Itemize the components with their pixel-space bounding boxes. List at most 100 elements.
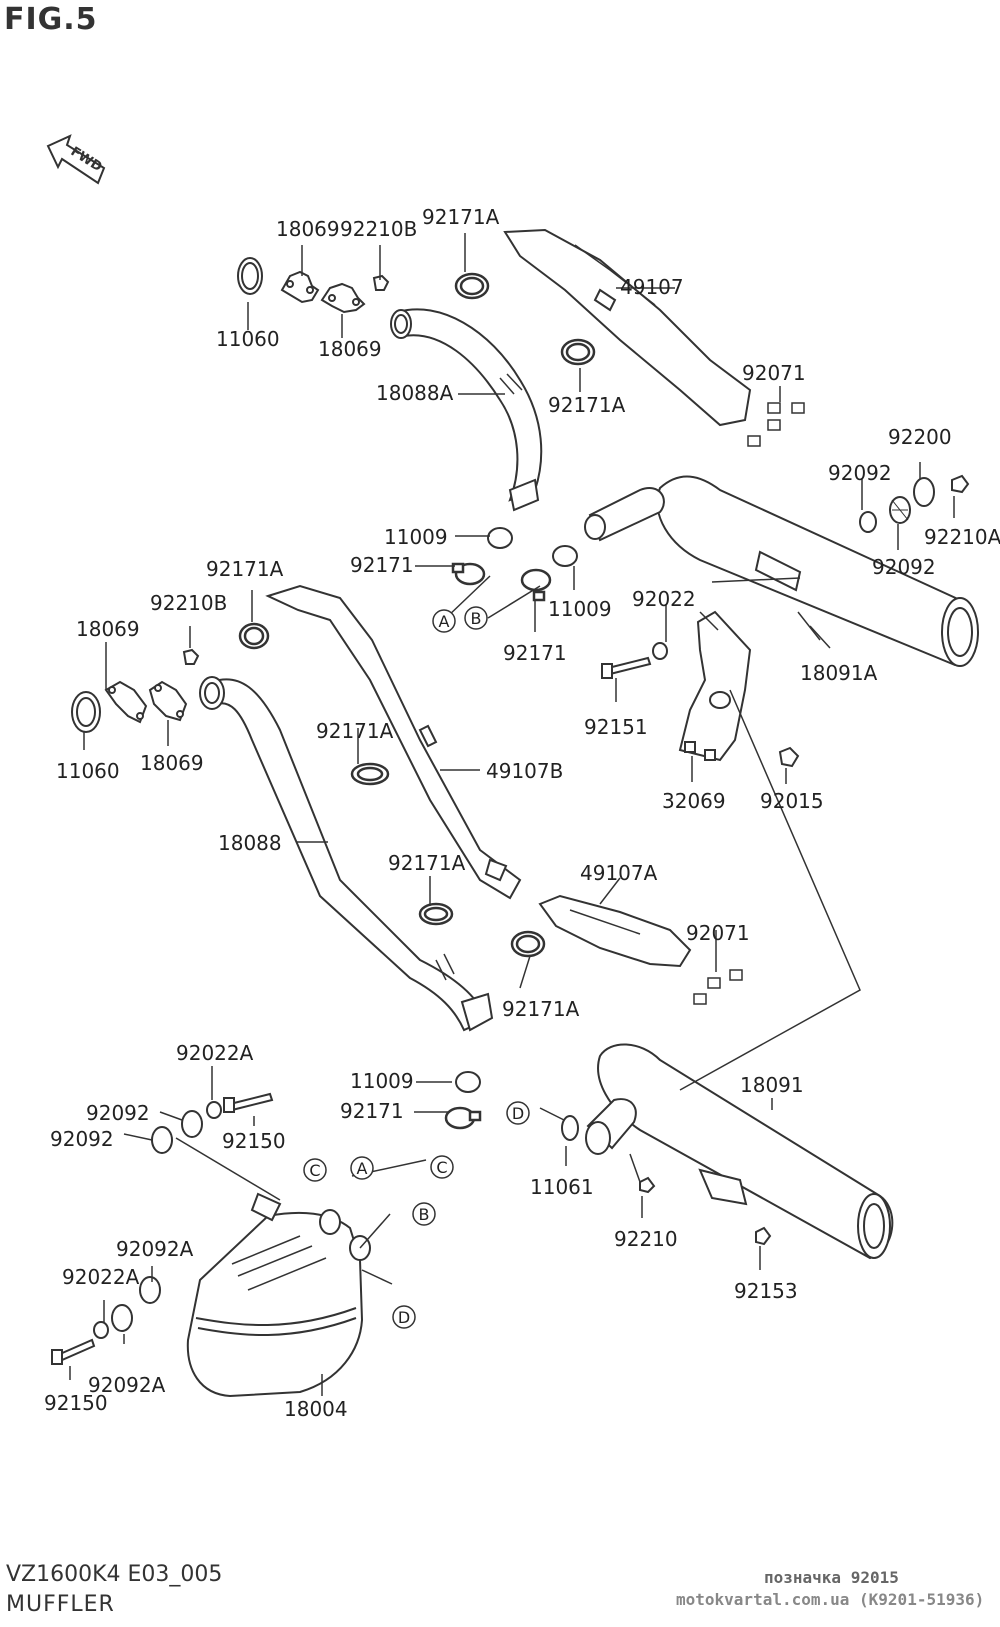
part-label: 11060 — [56, 759, 120, 783]
clamp-92171a-upper-a — [454, 272, 490, 300]
part-label: 49107 — [620, 275, 684, 299]
part-label: 92150 — [44, 1391, 108, 1415]
gasket-11009-a — [487, 527, 513, 549]
forward-arrow-icon: FWD — [46, 134, 106, 185]
nut-92210b-lower — [182, 648, 200, 665]
part-label: 92092 — [872, 555, 936, 579]
clamp-92171a-lower-b — [350, 762, 390, 786]
connector-marker-label: A — [439, 612, 450, 631]
flange-18069-upper-b — [320, 282, 366, 314]
part-label: 18088A — [376, 381, 454, 405]
part-label: 92092A — [88, 1373, 166, 1397]
part-label: 11060 — [216, 327, 280, 351]
nut-92200 — [913, 477, 935, 507]
section-name: MUFFLER — [6, 1592, 115, 1617]
gasket-11009-b — [552, 545, 578, 567]
part-label: 92022A — [176, 1041, 254, 1065]
part-label: 32069 — [662, 789, 726, 813]
muffler-18091 — [585, 1043, 894, 1260]
part-label: 92151 — [584, 715, 648, 739]
grommet-92092-upper-a — [859, 511, 877, 533]
washer-92022a-upper — [206, 1101, 222, 1119]
washer-92022a-lower — [93, 1321, 109, 1339]
part-label: 18088 — [218, 831, 282, 855]
heat-shield-49107b — [265, 584, 522, 900]
bolt-92151 — [601, 656, 652, 679]
heat-shield-49107a — [538, 894, 692, 968]
heat-shield-49107 — [503, 228, 752, 427]
part-label: 92210 — [614, 1227, 678, 1251]
part-label: 18069 — [76, 617, 140, 641]
part-label: 92071 — [742, 361, 806, 385]
flange-18069-lower-b — [148, 680, 188, 722]
clamp-92171-upper-a — [451, 562, 486, 586]
part-label: 18069 — [140, 751, 204, 775]
bolt-92150-lower — [51, 1338, 96, 1365]
grommet-92092a-a — [139, 1276, 161, 1304]
grommet-92092a-b — [111, 1304, 133, 1332]
part-label: 11009 — [384, 525, 448, 549]
nut-92210 — [639, 1176, 656, 1194]
connector-marker-label: B — [471, 609, 482, 628]
connector-marker-label: D — [512, 1104, 524, 1123]
gasket-11061 — [561, 1115, 579, 1141]
connector-marker-label: A — [357, 1159, 368, 1178]
nut-92015 — [778, 746, 800, 768]
figure-title: FIG.5 — [4, 2, 98, 37]
nut-92210a — [951, 474, 970, 494]
part-label: 92210A — [924, 525, 1000, 549]
gasket-11060-lower — [71, 691, 101, 733]
grommet-92092-upper-b — [889, 496, 911, 524]
clamp-92171a-lower-c — [418, 902, 454, 926]
clamp-92171-lower — [444, 1106, 482, 1130]
part-label: 92022 — [632, 587, 696, 611]
leader-lines — [69, 233, 955, 1396]
part-label: 92150 — [222, 1129, 286, 1153]
source-watermark: motokvartal.com.ua (K9201-51936) — [676, 1590, 985, 1609]
flange-18069-lower-a — [104, 680, 148, 724]
gasket-11060-upper — [237, 257, 263, 295]
part-label: 11009 — [548, 597, 612, 621]
part-label: 11009 — [350, 1069, 414, 1093]
part-label: 92171 — [503, 641, 567, 665]
clamp-92171a-lower-d — [510, 930, 546, 958]
flange-18069-upper-a — [280, 270, 320, 304]
connector-marker-label: C — [309, 1161, 320, 1180]
bracket-32069 — [678, 610, 752, 762]
connector-marker-label: D — [398, 1308, 410, 1327]
part-label: 92092A — [116, 1237, 194, 1261]
part-label: 49107A — [580, 861, 658, 885]
connector-marker-label: B — [419, 1205, 430, 1224]
nut-92210b-upper — [372, 274, 390, 291]
part-label: 92092 — [828, 461, 892, 485]
clamp-92171-upper-b — [520, 568, 552, 602]
muffler-18091a — [584, 475, 979, 667]
part-label: 92171A — [206, 557, 284, 581]
part-label: 92171 — [350, 553, 414, 577]
bolt-92150-upper — [223, 1092, 274, 1113]
part-label: 18091 — [740, 1073, 804, 1097]
part-label: 92171A — [388, 851, 466, 875]
part-label: 92092 — [86, 1101, 150, 1125]
part-label: 18004 — [284, 1397, 348, 1421]
part-label: 18091A — [800, 661, 878, 685]
header-pipe-18088a — [390, 308, 543, 512]
damper-92071-lower — [693, 969, 743, 1005]
grommet-92092-lower-a — [181, 1110, 203, 1138]
part-label: 92015 — [760, 789, 824, 813]
clamp-92171a-lower-a — [238, 622, 270, 650]
part-label: 18069 — [318, 337, 382, 361]
part-label: 92153 — [734, 1279, 798, 1303]
part-label: 92092 — [50, 1127, 114, 1151]
grommet-92092-lower-b — [151, 1126, 173, 1154]
reference-note: позначка 92015 — [764, 1568, 899, 1587]
part-label: 92210B — [150, 591, 227, 615]
part-label: 92071 — [686, 921, 750, 945]
part-label: 92171 — [340, 1099, 404, 1123]
part-label: 18069 — [276, 217, 340, 241]
gasket-11009-c — [455, 1071, 481, 1093]
connector-marker-label: C — [436, 1158, 447, 1177]
part-label: 92171A — [316, 719, 394, 743]
part-label: 92200 — [888, 425, 952, 449]
